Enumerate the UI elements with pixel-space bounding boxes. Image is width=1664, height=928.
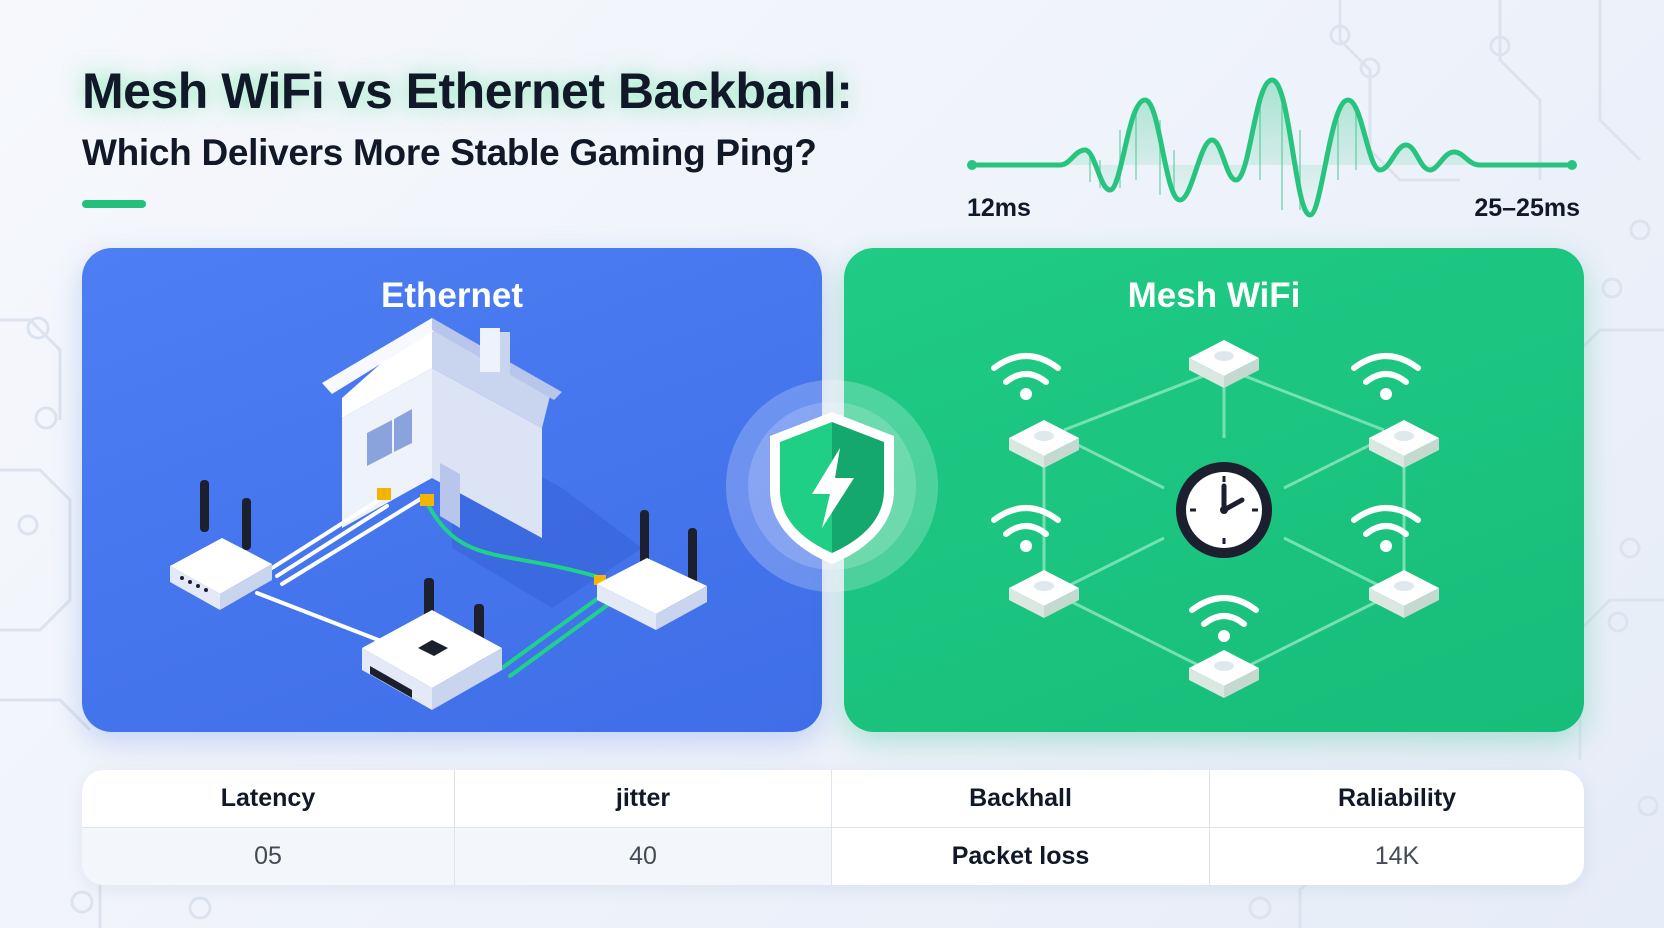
mesh-panel-title: Mesh WiFi <box>1127 276 1301 315</box>
metric-value-jitter: 40 <box>454 828 831 885</box>
mesh-wifi-panel: Mesh WiFi <box>844 248 1584 732</box>
mesh-node-icon <box>1189 340 1259 388</box>
metric-header-latency: Latency <box>82 770 454 828</box>
metric-header-jitter: jitter <box>454 770 831 828</box>
mesh-network-illustration <box>991 340 1439 698</box>
mesh-node-icon <box>1009 570 1079 618</box>
page-title: Mesh WiFi vs Ethernet Backbanl: <box>82 63 853 119</box>
metric-value-packet-loss: Packet loss <box>831 828 1209 885</box>
wifi-signal-icon <box>991 353 1061 400</box>
router-icon <box>597 510 707 630</box>
metric-header-reliability: Raliability <box>1209 770 1584 828</box>
mesh-node-icon <box>1369 570 1439 618</box>
mesh-node-icon <box>1369 420 1439 468</box>
router-icon <box>170 480 272 610</box>
router-icon <box>362 578 502 710</box>
ping-wave-graphic <box>967 77 1577 218</box>
clock-icon <box>1176 462 1272 558</box>
metric-value-latency: 05 <box>82 828 454 885</box>
mesh-node-icon <box>1189 650 1259 698</box>
wifi-signal-icon <box>1189 595 1259 642</box>
wifi-signal-icon <box>1351 505 1421 552</box>
wifi-signal-icon <box>991 505 1061 552</box>
metric-header-backhaul: Backhall <box>831 770 1209 828</box>
ethernet-illustration <box>170 318 707 710</box>
mesh-node-icon <box>1009 420 1079 468</box>
house-icon <box>322 318 562 538</box>
title-accent-bar <box>82 200 146 208</box>
wifi-signal-icon <box>1351 353 1421 400</box>
ethernet-panel: Ethernet <box>82 248 822 732</box>
page-subtitle: Which Delivers More Stable Gaming Ping? <box>82 132 817 173</box>
metrics-table: Latency jitter Backhall Raliability 05 4… <box>82 770 1584 885</box>
lightning-shield-icon <box>726 380 938 592</box>
ethernet-panel-title: Ethernet <box>381 276 523 315</box>
ping-min-label: 12ms <box>967 194 1031 222</box>
metric-value-reliability: 14K <box>1209 828 1584 885</box>
ping-range-label: 25–25ms <box>1474 194 1580 222</box>
